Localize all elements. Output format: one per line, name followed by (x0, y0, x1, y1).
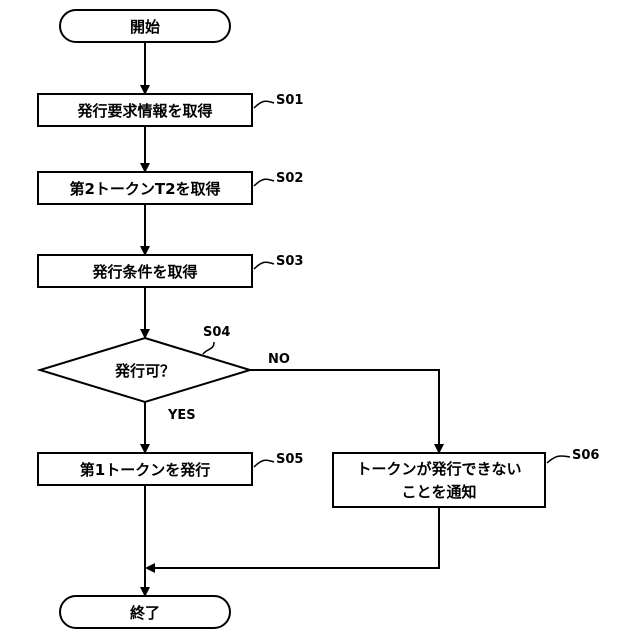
step-label-s05: S05 (276, 452, 303, 467)
process-s03-label: 発行条件を取得 (91, 263, 197, 281)
process-s06-label-line1: トークンが発行できない (356, 460, 521, 478)
leader-s04 (203, 342, 214, 354)
process-s02-label: 第2トークンT2を取得 (69, 180, 220, 198)
process-s06-label-line2: ことを通知 (401, 483, 476, 501)
leader-s03 (254, 262, 274, 269)
arrow-s04-to-s06 (250, 370, 439, 452)
leader-s06 (547, 456, 570, 463)
end-label: 終了 (130, 604, 160, 622)
step-label-s01: S01 (276, 93, 303, 108)
step-label-s04: S04 (203, 325, 230, 340)
process-s05-label: 第1トークンを発行 (80, 461, 210, 479)
decision-s04-label: 発行可？ (114, 362, 175, 380)
branch-no-label: NO (268, 352, 290, 367)
arrow-s06-to-merge (147, 507, 439, 568)
leader-s02 (254, 179, 274, 186)
start-label: 開始 (130, 18, 160, 36)
step-label-s03: S03 (276, 254, 303, 269)
leader-s05 (254, 460, 274, 467)
step-label-s06: S06 (572, 448, 599, 463)
leader-s01 (254, 101, 274, 108)
process-s01-label: 発行要求情報を取得 (76, 102, 212, 120)
step-label-s02: S02 (276, 171, 303, 186)
branch-yes-label: YES (167, 408, 196, 423)
